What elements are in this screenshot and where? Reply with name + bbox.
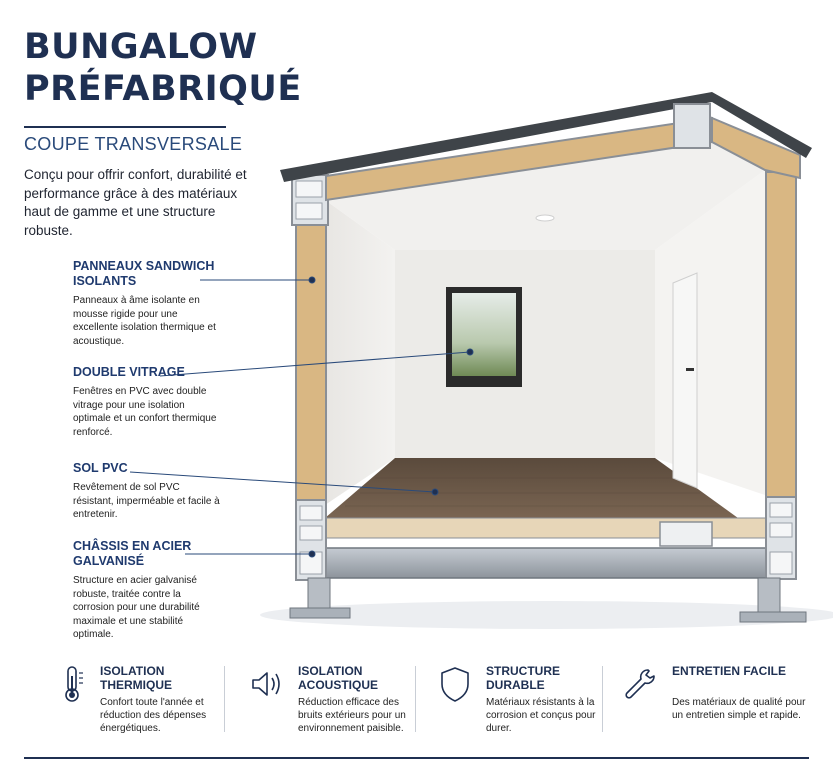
feature-text: Panneaux à âme isolante en mousse rigide… [73,295,216,347]
feature-title: PANNEAUX SANDWICH ISOLANTS [73,259,215,288]
benefit-text: Matériaux résistants à la corrosion et c… [486,697,596,734]
benefit-durable: STRUCTURE DURABLE Matériaux résistants à… [438,662,598,742]
left-interior-wall [325,200,395,505]
title-line-2: PRÉFABRIQUÉ [24,69,302,109]
card-divider [224,666,225,732]
feature-text: Fenêtres en PVC avec double vitrage pour… [73,386,217,438]
feature-title: CHÂSSIS EN ACIER GALVANISÉ [73,539,192,568]
shield-icon [441,667,469,702]
benefit-title: STRUCTURE DURABLE [486,664,560,692]
benefit-title: ISOLATION ACOUSTIQUE [298,664,379,692]
thermometer-icon [65,666,83,702]
benefit-thermal: ISOLATION THERMIQUE Confort toute l'anné… [58,662,218,742]
ceiling-light [535,214,555,222]
back-wall [395,250,655,458]
card-divider [602,666,603,732]
feature-steel-chassis: CHÂSSIS EN ACIER GALVANISÉ Structure en … [73,539,223,642]
feature-text: Revêtement de sol PVC résistant, impermé… [73,482,220,520]
door-handle [686,368,694,371]
feature-sandwich-panels: PANNEAUX SANDWICH ISOLANTS Panneaux à âm… [73,259,223,348]
window-glass [452,293,516,376]
wrench-icon [625,669,655,699]
feature-pvc-floor: SOL PVC Revêtement de sol PVC résistant,… [73,461,223,522]
benefit-text: Réduction efficace des bruits extérieurs… [298,697,406,734]
ground-shadow [260,601,833,629]
title-line-1: BUNGALOW [24,27,258,67]
bungalow-cross-section [129,92,833,629]
card-divider [415,666,416,732]
steel-chassis [295,547,797,579]
benefit-title: ENTRETIEN FACILE [672,664,787,678]
feature-text: Structure en acier galvanisé robuste, tr… [73,575,200,640]
support-leg-right [739,577,807,623]
intro-text: Conçu pour offrir confort, durabilité et… [24,167,247,238]
right-wall-panel [765,171,797,498]
title-divider [24,126,226,128]
callout-line-floor [129,471,436,493]
bottom-divider [24,757,809,759]
page-title: BUNGALOW PRÉFABRIQUÉ [24,26,302,110]
benefit-text: Confort toute l'année et réduction des d… [100,697,207,734]
feature-double-glazing: DOUBLE VITRAGE Fenêtres en PVC avec doub… [73,365,223,439]
page-subtitle: COUPE TRANSVERSALE [24,134,243,154]
support-leg-left [289,577,351,619]
feature-title: SOL PVC [73,461,128,475]
speaker-icon [252,672,280,696]
interior-door [672,272,698,489]
benefit-maintenance: ENTRETIEN FACILE Des matériaux de qualit… [622,662,812,742]
feature-title: DOUBLE VITRAGE [73,365,185,379]
ceiling [325,140,765,250]
benefit-text: Des matériaux de qualité pour un entreti… [672,697,806,721]
benefit-acoustic: ISOLATION ACOUSTIQUE Réduction efficace … [250,662,410,742]
callout-line-glazing [159,351,471,377]
benefit-title: ISOLATION THERMIQUE [100,664,172,692]
floor-pvc [325,458,738,518]
